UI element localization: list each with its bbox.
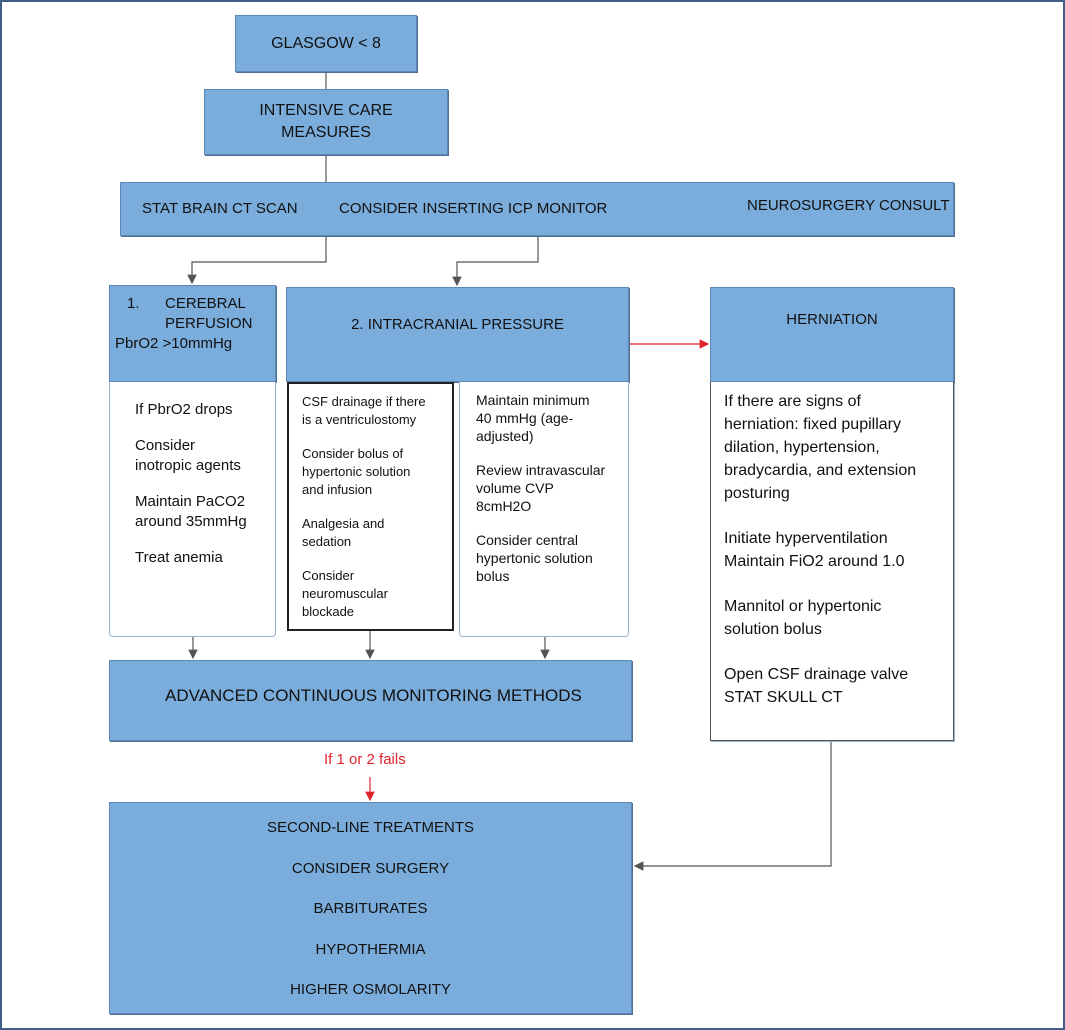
stat-brain-ct-label: STAT BRAIN CT SCAN: [142, 200, 298, 217]
cerebral-line-2: PERFUSION: [165, 315, 253, 332]
list-item: SECOND-LINE TREATMENTS: [267, 819, 474, 836]
list-item: BARBITURATES: [313, 900, 428, 917]
cerebral-line-1: CEREBRAL: [165, 295, 246, 312]
list-item: CONSIDER SURGERY: [291, 859, 450, 877]
arrow-to-intracranial: [452, 236, 539, 287]
neurosurgery-consult-label: NEUROSURGERY CONSULT: [747, 197, 950, 214]
intensive-care-line-2: MEASURES: [281, 124, 371, 141]
cerebral-number: 1.: [127, 295, 140, 312]
herniation-label: HERNIATION: [786, 310, 878, 328]
initial-actions-box: STAT BRAIN CT SCAN CONSIDER INSERTING IC…: [120, 182, 954, 236]
cerebral-perfusion-box: 1. CEREBRAL PERFUSION PbrO2 >10mmHg: [109, 285, 276, 382]
list-item: If PbrO2 drops: [135, 401, 233, 418]
second-line-treatments-box: SECOND-LINE TREATMENTS CONSIDER SURGERY …: [109, 802, 632, 1014]
second-line-list: SECOND-LINE TREATMENTS CONSIDER SURGERY …: [110, 818, 631, 1021]
intracranial-pressure-box: 2. INTRACRANIAL PRESSURE: [286, 287, 629, 382]
glasgow-label: GLASGOW < 8: [271, 34, 381, 52]
list-item: HYPOTHERMIA: [315, 940, 426, 958]
intensive-care-line-1: INTENSIVE CARE: [259, 102, 393, 119]
intracranial-pressure-label: 2. INTRACRANIAL PRESSURE: [351, 315, 564, 333]
arrow-to-cerebral: [187, 236, 327, 285]
intensive-care-box: INTENSIVE CARE MEASURES: [204, 89, 448, 155]
fail-condition-label: If 1 or 2 fails: [324, 751, 406, 768]
herniation-box: HERNIATION: [710, 287, 954, 382]
arrow-herniation-to-second-line: [633, 741, 832, 871]
icp-monitor-label: CONSIDER INSERTING ICP MONITOR: [339, 200, 608, 217]
advanced-monitoring-box: ADVANCED CONTINUOUS MONITORING METHODS: [109, 660, 632, 741]
list-item: Treat anemia: [135, 549, 223, 566]
list-item: HIGHER OSMOLARITY: [290, 981, 451, 998]
glasgow-box: GLASGOW < 8: [235, 15, 417, 72]
advanced-monitoring-label: ADVANCED CONTINUOUS MONITORING METHODS: [165, 686, 582, 705]
cerebral-line-3: PbrO2 >10mmHg: [115, 335, 233, 352]
